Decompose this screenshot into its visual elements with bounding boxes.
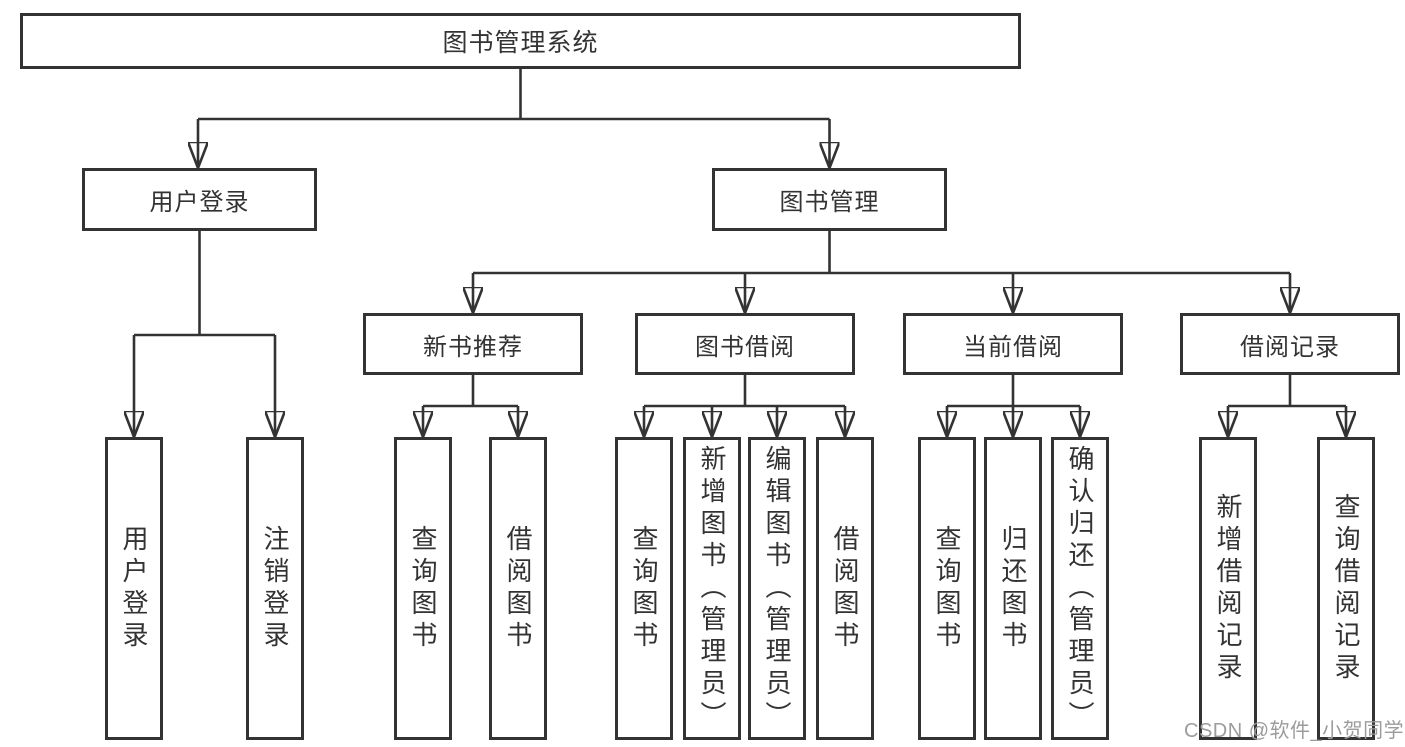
leaf-add-borrow-record: 新增借阅记录 xyxy=(1199,437,1257,740)
watermark: CSDN @软件_小贺同学 xyxy=(1184,720,1405,742)
connector-new-book-recommendation-children xyxy=(423,375,518,435)
leaf-label: 查询图书 xyxy=(932,524,962,653)
leaf-query-books-current: 查询图书 xyxy=(918,437,976,740)
leaf-confirm-return-admin: 确认归还（管理员） xyxy=(1051,437,1109,740)
leaf-borrow-books: 借阅图书 xyxy=(816,437,874,740)
connector-borrowing-records-children xyxy=(1228,375,1346,435)
leaf-label: 借阅图书 xyxy=(503,524,533,653)
node-book-borrowing: 图书借阅 xyxy=(635,313,855,375)
connector-root-to-level2 xyxy=(198,69,830,166)
leaf-query-borrow-record: 查询借阅记录 xyxy=(1317,437,1375,740)
connector-book-management-children xyxy=(473,231,1290,311)
leaf-borrow-books-recommend: 借阅图书 xyxy=(489,437,547,740)
leaf-add-books-admin: 新增图书（管理员） xyxy=(683,437,741,740)
node-current-borrowing: 当前借阅 xyxy=(903,313,1123,375)
leaf-label: 编辑图书（管理员） xyxy=(762,444,792,733)
node-book-management: 图书管理 xyxy=(712,168,947,231)
leaf-label: 查询图书 xyxy=(408,524,438,653)
leaf-label: 查询图书 xyxy=(629,524,659,653)
leaf-label: 新增借阅记录 xyxy=(1213,492,1243,685)
leaf-label: 用户登录 xyxy=(119,524,149,653)
leaf-label: 查询借阅记录 xyxy=(1331,492,1361,685)
leaf-label: 新增图书（管理员） xyxy=(697,444,727,733)
leaf-label: 借阅图书 xyxy=(830,524,860,653)
leaf-user-login: 用户登录 xyxy=(105,437,163,740)
leaf-label: 确认归还（管理员） xyxy=(1065,444,1095,733)
leaf-label: 归还图书 xyxy=(998,524,1028,653)
leaf-edit-books-admin: 编辑图书（管理员） xyxy=(748,437,806,740)
node-borrowing-records: 借阅记录 xyxy=(1180,313,1400,375)
node-new-book-recommendation: 新书推荐 xyxy=(363,313,583,375)
node-library-management-system: 图书管理系统 xyxy=(20,13,1021,69)
connector-current-borrowing-children xyxy=(947,375,1080,435)
connector-user-login-children xyxy=(134,231,275,435)
node-user-login: 用户登录 xyxy=(82,168,317,231)
leaf-query-books-borrowing: 查询图书 xyxy=(615,437,673,740)
leaf-label: 注销登录 xyxy=(260,524,290,653)
leaf-query-books-recommend: 查询图书 xyxy=(394,437,452,740)
leaf-return-books: 归还图书 xyxy=(984,437,1042,740)
connector-book-borrowing-children xyxy=(644,375,845,435)
leaf-logout: 注销登录 xyxy=(246,437,304,740)
